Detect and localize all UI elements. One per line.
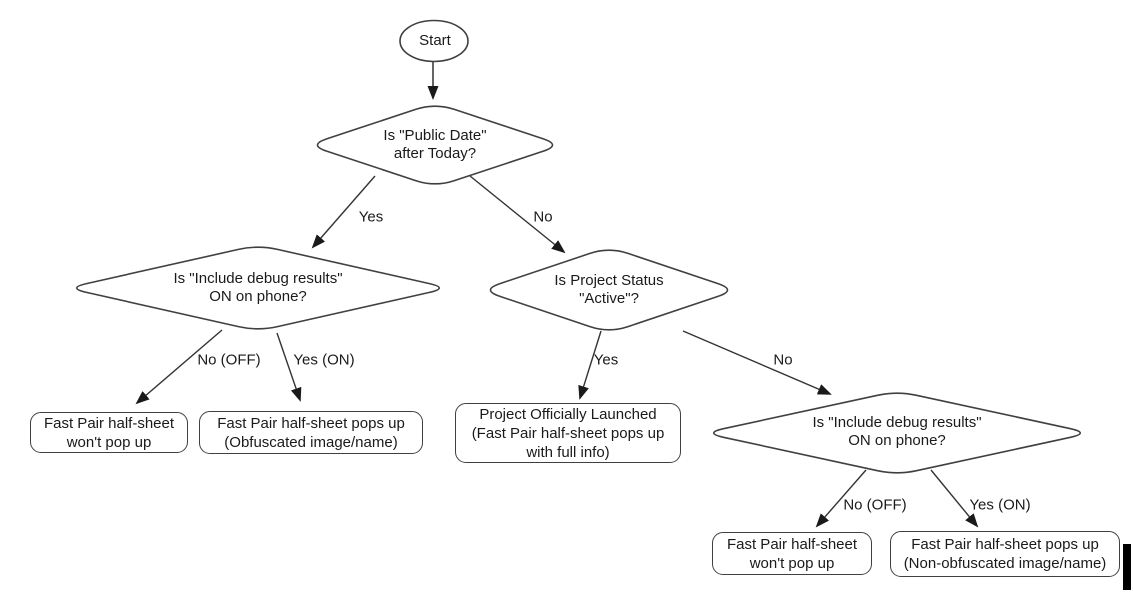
edge-label-yes-on-right: Yes (ON) <box>969 496 1031 514</box>
decision-debug-right-label: Is "Include debug results" ON on phone? <box>812 414 982 449</box>
edge-label-yes-project: Yes <box>593 351 619 369</box>
edge-label-no-off-left: No (OFF) <box>197 351 261 369</box>
arrow-yes-on-to-non-obfuscated <box>930 469 979 528</box>
edge-label-no-top: No <box>533 208 553 226</box>
decision-project-status-label: Is Project Status "Active"? <box>554 272 664 307</box>
start-node-shape <box>399 19 469 63</box>
outcome-wont-popup-left: Fast Pair half-sheet won't pop up <box>30 412 188 453</box>
arrow-no-off-to-wont-popup-right <box>815 469 867 528</box>
arrow-yes-to-debug-left <box>311 175 376 249</box>
arrow-no-to-debug-right <box>682 330 832 395</box>
decision-public-date-shape <box>316 105 554 185</box>
edge-label-yes-top: Yes <box>358 208 384 226</box>
decision-debug-left-shape <box>75 246 441 330</box>
arrow-no-to-project-status <box>469 175 566 254</box>
edge-label-no-off-right: No (OFF) <box>843 496 907 514</box>
decision-project-status-shape <box>489 249 729 331</box>
outcome-project-launched: Project Officially Launched (Fast Pair h… <box>455 403 681 463</box>
outcome-non-obfuscated: Fast Pair half-sheet pops up (Non-obfusc… <box>890 531 1120 577</box>
arrow-yes-to-launched <box>578 330 602 400</box>
edge-label-no-project: No <box>773 351 793 369</box>
start-node-label: Start <box>419 32 451 49</box>
decision-public-date-label: Is "Public Date" after Today? <box>383 127 487 162</box>
decision-debug-left-label: Is "Include debug results" ON on phone? <box>173 270 343 305</box>
text-caret <box>1123 544 1131 590</box>
outcome-wont-popup-right: Fast Pair half-sheet won't pop up <box>712 532 872 575</box>
arrow-yes-on-to-obfuscated <box>276 332 302 402</box>
edge-label-yes-on-left: Yes (ON) <box>293 351 355 369</box>
decision-debug-right-shape <box>712 392 1082 474</box>
arrow-no-off-to-wont-popup-left <box>135 329 223 405</box>
outcome-obfuscated: Fast Pair half-sheet pops up (Obfuscated… <box>199 411 423 454</box>
